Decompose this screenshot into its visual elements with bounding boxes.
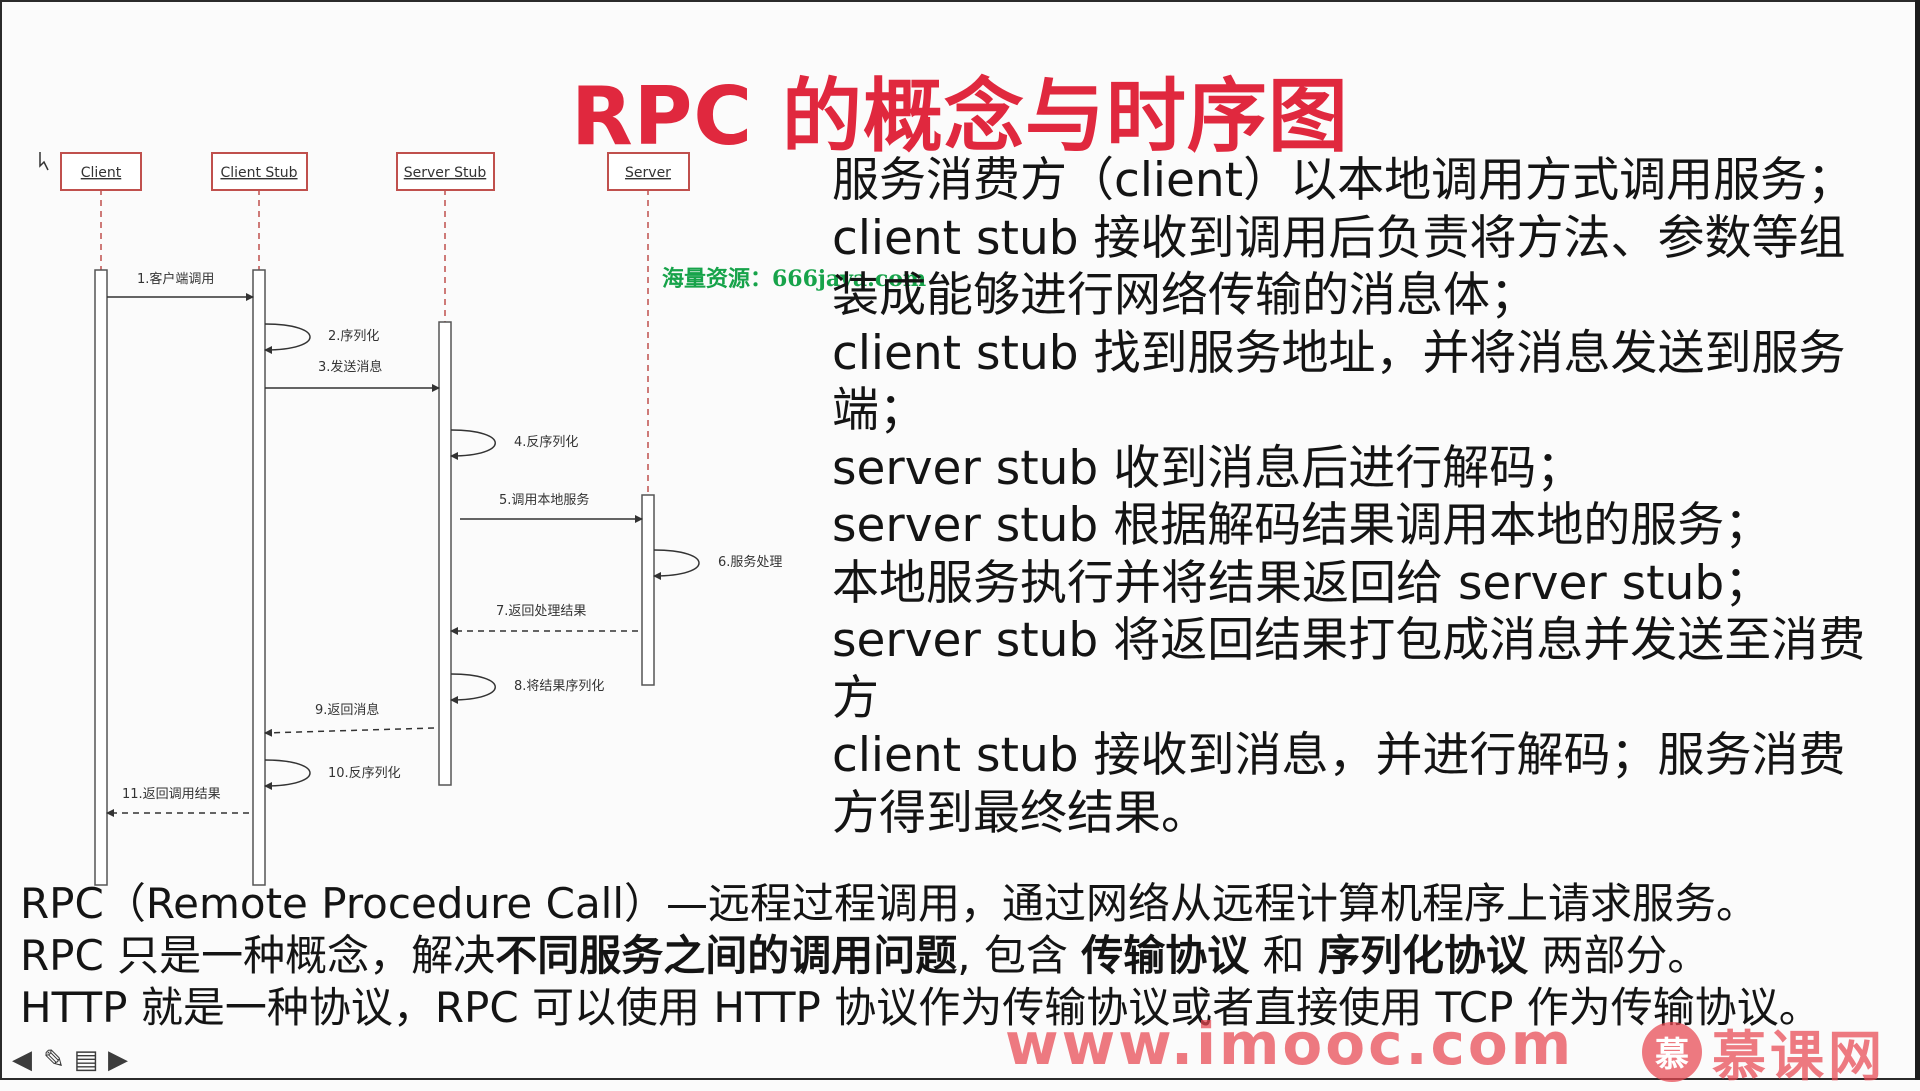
- flame-logo-icon: 慕: [1642, 1021, 1702, 1082]
- site-brand: 慕课网: [1712, 1025, 1886, 1088]
- slide-toolbar: ◀ ✎ ▤ ▶: [8, 1046, 132, 1074]
- activation-client-stub: [252, 269, 266, 886]
- participant-server-stub-box: [396, 152, 495, 191]
- arrow-right-icon[interactable]: ▶: [108, 1045, 128, 1075]
- description-line: server stub 将返回结果打包成消息并发送至消费: [832, 613, 1866, 668]
- arrow-left-icon[interactable]: ◀: [12, 1045, 32, 1075]
- message-label-11: 11.返回调用结果: [122, 787, 221, 802]
- participant-server-stub: Server Stub: [404, 165, 487, 181]
- message-label-3: 3.发送消息: [318, 359, 382, 375]
- message-label-5: 5.调用本地服务: [499, 492, 589, 508]
- message-arrow-6: [653, 549, 700, 580]
- participant-client: Client: [81, 165, 122, 181]
- menu-icon[interactable]: ▤: [73, 1045, 99, 1075]
- description-line: server stub 收到消息后进行解码；: [832, 440, 1584, 496]
- message-label-1: 1.客户端调用: [137, 271, 214, 287]
- summary-text: 和: [1249, 931, 1318, 980]
- description-line: 端；: [832, 383, 926, 438]
- participant-client-box: [60, 152, 142, 191]
- description-line: client stub 接收到消息，并进行解码；服务消费: [832, 728, 1846, 783]
- message-label-9: 9.返回消息: [315, 702, 379, 718]
- message-label-8: 8.将结果序列化: [514, 679, 604, 694]
- summary-line-3: HTTP 就是一种协议，RPC 可以使用 HTTP 协议作为传输协议或者直接使用…: [20, 983, 1821, 1032]
- message-arrow-4: [450, 429, 496, 460]
- message-arrow-8: [450, 673, 496, 704]
- resource-watermark: 海量资源：666java.com: [662, 266, 927, 292]
- message-label-7: 7.返回处理结果: [496, 604, 586, 619]
- pen-icon[interactable]: ✎: [43, 1045, 65, 1075]
- message-arrow-9: [264, 727, 435, 737]
- activation-client: [94, 269, 108, 886]
- description-line: client stub 接收到调用后负责将方法、参数等组: [832, 210, 1846, 266]
- site-logo: 慕 慕课网: [1642, 1012, 1886, 1091]
- summary-line-1: RPC（Remote Procedure Call）—远程过程调用，通过网络从远…: [20, 879, 1759, 928]
- message-arrow-2: [264, 323, 311, 354]
- description-line: 方: [832, 670, 879, 726]
- summary-text: 两部分。: [1528, 931, 1710, 980]
- summary-emphasis: 传输协议: [1081, 931, 1250, 980]
- rpc-steps-description: 服务消费方（client）以本地调用方式调用服务； client stub 接收…: [832, 152, 1882, 842]
- site-url-watermark: www.imooc.com: [1005, 1010, 1575, 1078]
- summary-text: RPC 只是一种概念，解决: [20, 931, 496, 980]
- summary-line-2: RPC 只是一种概念，解决不同服务之间的调用问题, 包含 传输协议 和 序列化协…: [20, 930, 1900, 982]
- window-edge: [1915, 0, 1920, 1080]
- participant-server: Server: [625, 165, 671, 181]
- description-line: server stub 根据解码结果调用本地的服务；: [832, 498, 1772, 553]
- slide-title: RPC 的概念与时序图: [571, 70, 1349, 163]
- activation-server: [641, 494, 655, 686]
- participant-client-stub: Client Stub: [220, 165, 297, 181]
- message-label-2: 2.序列化: [328, 329, 379, 344]
- message-label-6: 6.服务处理: [718, 554, 782, 570]
- cursor-icon: [39, 152, 49, 171]
- participant-client-stub-box: [211, 152, 308, 191]
- description-line: client stub 找到服务地址，并将消息发送到服务: [832, 325, 1846, 381]
- summary-emphasis: 序列化协议: [1317, 931, 1528, 980]
- activation-server-stub: [438, 321, 452, 786]
- summary-text: , 包含: [957, 931, 1082, 980]
- message-label-10: 10.反序列化: [328, 766, 401, 781]
- rpc-summary: RPC（Remote Procedure Call）—远程过程调用，通过网络从远…: [20, 878, 1900, 1034]
- description-line: 服务消费方（client）以本地调用方式调用服务；: [832, 153, 1855, 208]
- message-arrow-10: [264, 759, 311, 790]
- description-line: 装成能够进行网络传输的消息体；: [832, 268, 1537, 323]
- summary-emphasis: 不同服务之间的调用问题: [495, 931, 958, 980]
- participant-server-box: [607, 152, 690, 191]
- description-line: 方得到最终结果。: [832, 785, 1208, 841]
- message-label-4: 4.反序列化: [514, 435, 578, 450]
- description-line: 本地服务执行并将结果返回给 server stub；: [832, 555, 1772, 611]
